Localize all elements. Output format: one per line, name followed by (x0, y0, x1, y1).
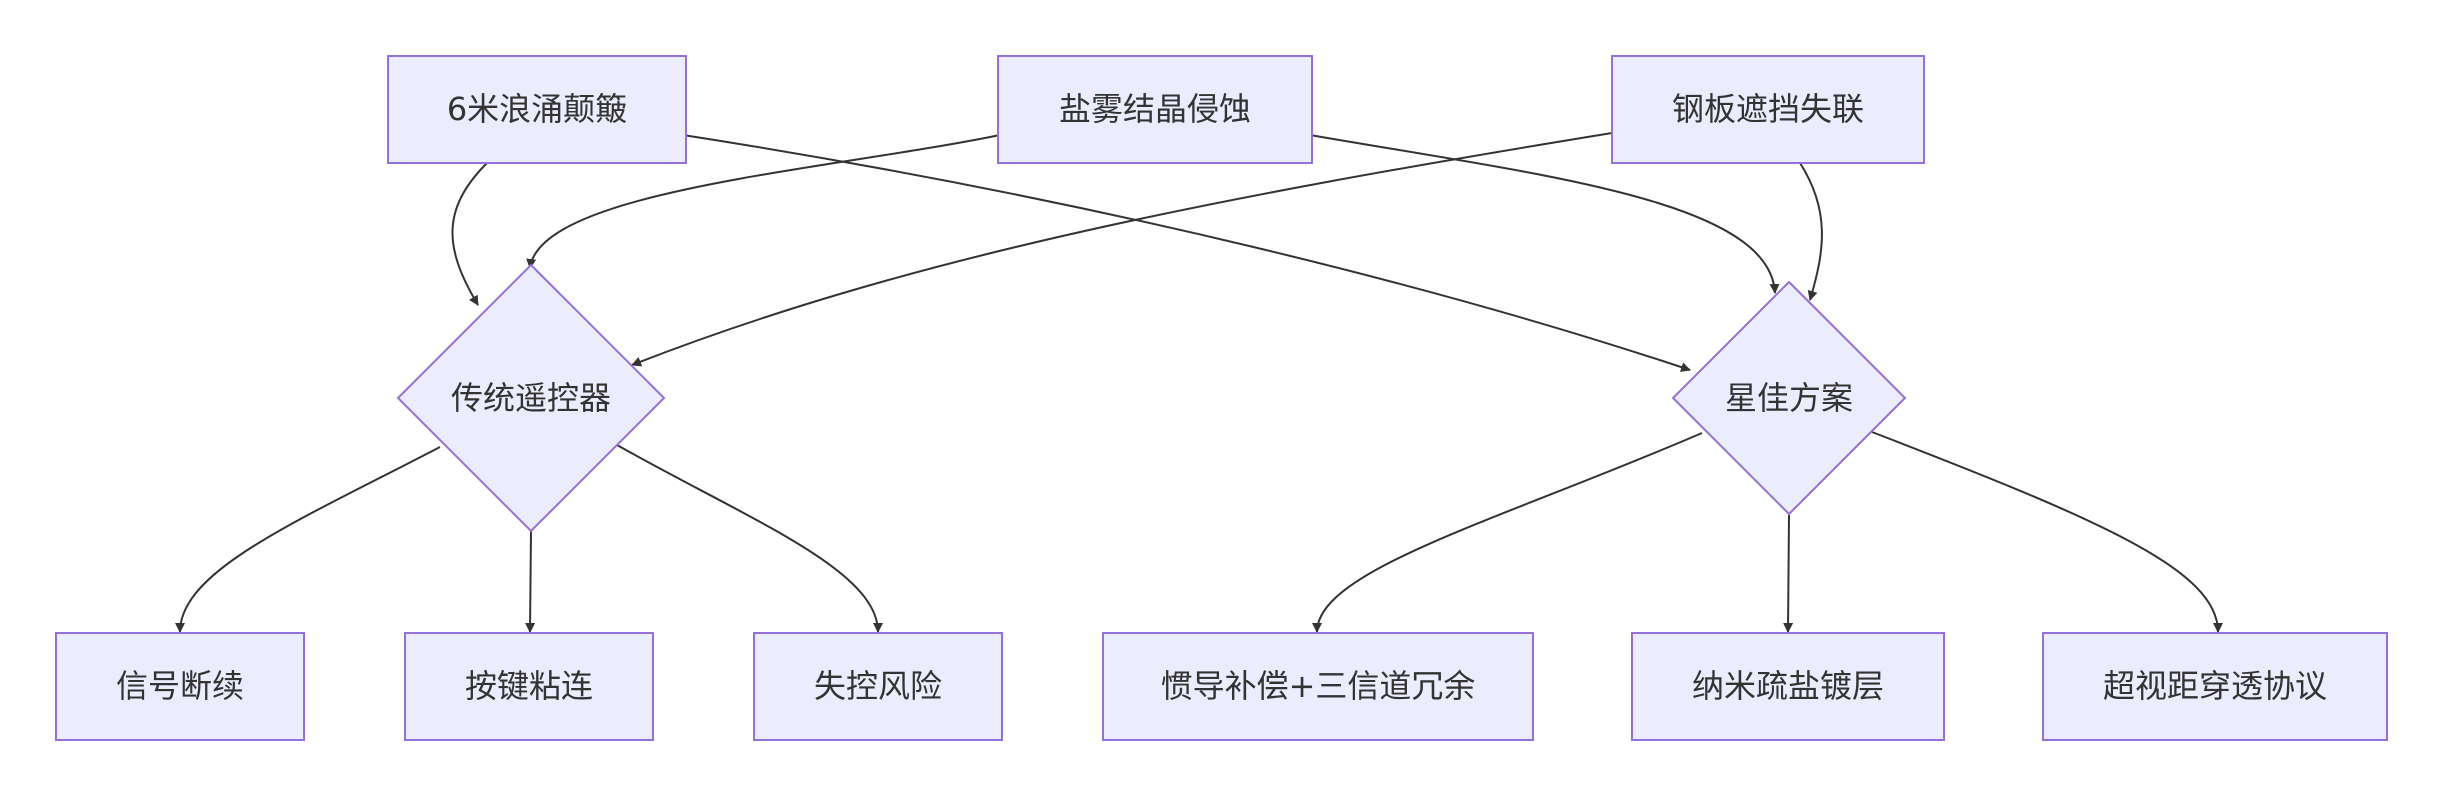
node-wave[interactable]: 6米浪涌颠簸 (387, 55, 687, 164)
node-salt[interactable]: 盐雾结晶侵蚀 (997, 55, 1313, 164)
node-wave-label: 6米浪涌颠簸 (447, 90, 627, 128)
node-nano-label: 纳米疏盐镀层 (1692, 667, 1884, 705)
edge-traditional-to-signal (175, 446, 441, 633)
node-keys[interactable]: 按键粘连 (404, 632, 654, 741)
node-signal-label: 信号断续 (116, 667, 244, 705)
node-keys-label: 按键粘连 (465, 667, 593, 705)
node-protocol[interactable]: 超视距穿透协议 (2042, 632, 2388, 741)
edge-xingjia-to-nano (1783, 514, 1794, 633)
node-inertial[interactable]: 惯导补偿+三信道冗余 (1102, 632, 1534, 741)
node-nano[interactable]: 纳米疏盐镀层 (1631, 632, 1945, 741)
edges-layer (175, 132, 2223, 633)
edge-salt-to-xingjia (1309, 134, 1780, 294)
node-steel[interactable]: 钢板遮挡失联 (1611, 55, 1925, 164)
edge-steel-to-traditional (631, 132, 1613, 367)
edge-xingjia-to-protocol (1871, 431, 2223, 633)
node-salt-label: 盐雾结晶侵蚀 (1059, 90, 1251, 128)
edge-wave-to-xingjia (682, 134, 1691, 372)
edge-steel-to-xingjia (1799, 162, 1823, 301)
edge-traditional-to-control (616, 444, 883, 633)
node-control[interactable]: 失控风险 (753, 632, 1003, 741)
node-xingjia[interactable]: 星佳方案 (1671, 280, 1907, 516)
node-signal[interactable]: 信号断续 (55, 632, 305, 741)
node-traditional[interactable]: 传统遥控器 (396, 263, 666, 533)
edge-wave-to-traditional (451, 162, 488, 306)
node-protocol-label: 超视距穿透协议 (2103, 667, 2327, 705)
edge-salt-to-traditional (526, 134, 1001, 269)
node-control-label: 失控风险 (814, 667, 942, 705)
node-traditional-label: 传统遥控器 (451, 379, 611, 417)
edge-xingjia-to-inertial (1312, 432, 1703, 633)
node-steel-label: 钢板遮挡失联 (1672, 90, 1864, 128)
node-inertial-label: 惯导补偿+三信道冗余 (1161, 667, 1476, 705)
node-xingjia-label: 星佳方案 (1725, 379, 1853, 417)
edge-traditional-to-keys (525, 529, 536, 633)
